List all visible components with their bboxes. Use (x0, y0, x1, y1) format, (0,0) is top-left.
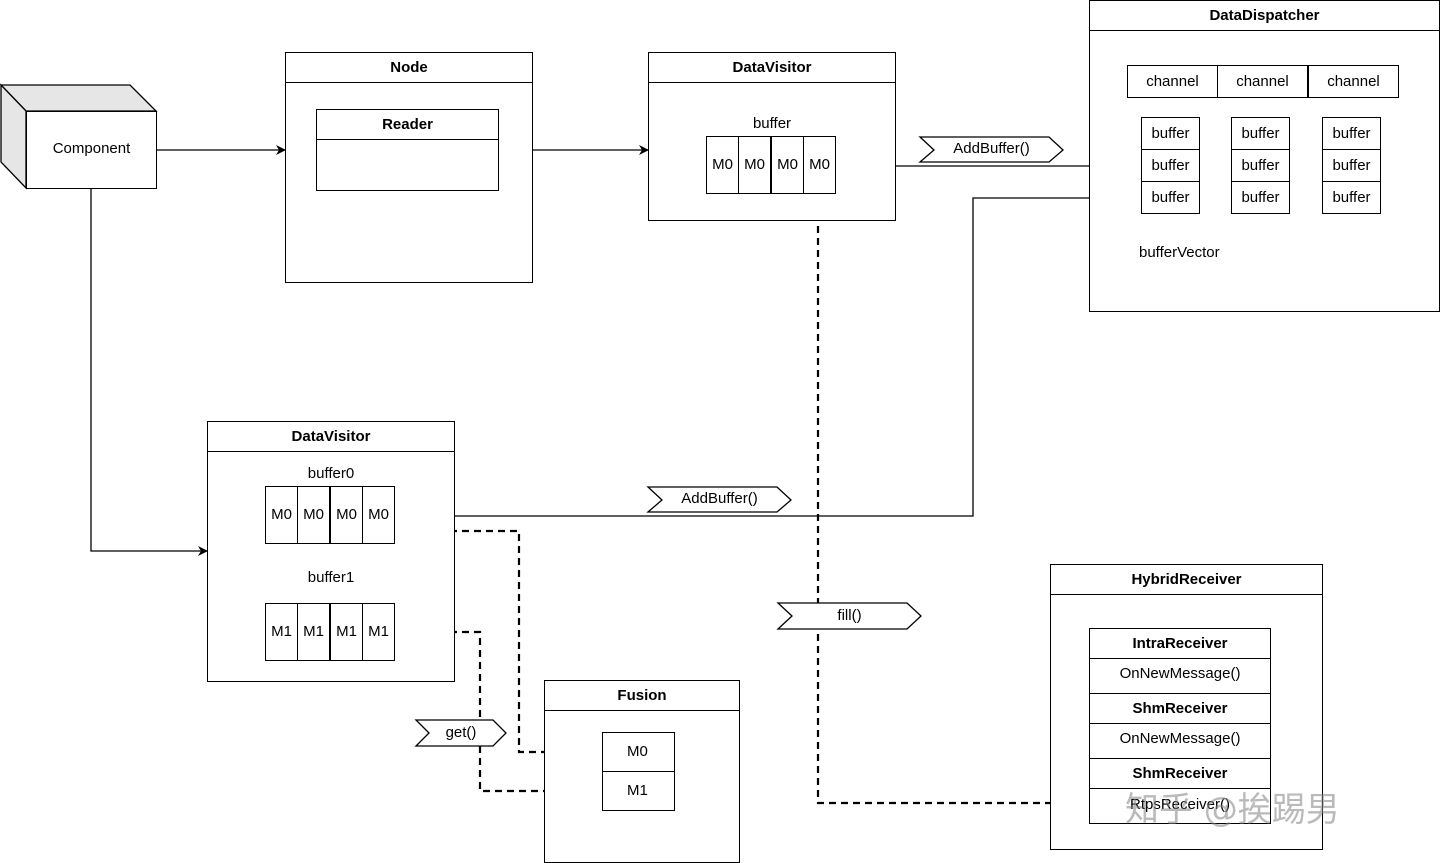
node-title: Node (286, 53, 532, 83)
dispatcher-buffer-cell: buffer (1322, 149, 1381, 182)
rtps-receiver-method: RtpsReceiver() (1129, 796, 1231, 813)
hybrid-receiver-box[interactable]: HybridReceiver (1050, 564, 1323, 850)
dispatcher-buffer-cell: buffer (1322, 181, 1381, 214)
shm-receiver-title: ShmReceiver (1089, 694, 1271, 724)
buffer1-cell: M1 (330, 603, 363, 661)
dispatcher-buffer-cell: buffer (1141, 117, 1200, 150)
fill-label: fill() (837, 607, 862, 624)
intra-receiver-method: OnNewMessage() (1089, 659, 1271, 694)
data-dispatcher-title: DataDispatcher (1090, 1, 1439, 31)
buffer1-label: buffer1 (307, 569, 355, 586)
buffer-label: buffer (752, 115, 792, 132)
hybrid-receiver-title: HybridReceiver (1051, 565, 1322, 595)
buffer1-cell: M1 (362, 603, 395, 661)
buffer-cell: M0 (738, 136, 771, 194)
node-box[interactable]: Node Reader (285, 52, 533, 283)
fusion-cell: M0 (602, 732, 675, 772)
channel-cell: channel (1217, 65, 1308, 98)
buffer-vector-label: bufferVector (1139, 244, 1220, 261)
buffer-cell: M0 (771, 136, 804, 194)
dispatcher-buffer-cell: buffer (1231, 181, 1290, 214)
watermark-text: 知乎 @挨踢男 (1125, 790, 1340, 830)
buffer0-cell: M0 (297, 486, 330, 544)
fusion-cell: M1 (602, 771, 675, 811)
reader-title: Reader (317, 110, 498, 140)
data-visitor-top-title: DataVisitor (649, 53, 895, 83)
reader-box[interactable]: Reader (316, 109, 499, 191)
buffer1-cell: M1 (265, 603, 298, 661)
buffer-cell: M0 (706, 136, 739, 194)
dispatcher-buffer-cell: buffer (1141, 149, 1200, 182)
buffer-cell: M0 (803, 136, 836, 194)
shm-receiver-method: OnNewMessage() (1089, 724, 1271, 759)
fusion-title: Fusion (545, 681, 739, 711)
dispatcher-buffer-cell: buffer (1231, 149, 1290, 182)
data-visitor-bottom-title: DataVisitor (208, 422, 454, 452)
buffer0-cell: M0 (265, 486, 298, 544)
add-buffer-bottom-label: AddBuffer() (681, 490, 758, 507)
intra-receiver-title: IntraReceiver (1089, 628, 1271, 659)
buffer0-cell: M0 (362, 486, 395, 544)
buffer0-label: buffer0 (307, 465, 355, 482)
get-label: get() (445, 724, 477, 741)
channel-cell: channel (1127, 65, 1218, 98)
component-node[interactable]: Component (26, 111, 157, 189)
dispatcher-buffer-cell: buffer (1231, 117, 1290, 150)
dispatcher-buffer-cell: buffer (1322, 117, 1381, 150)
component-label: Component (52, 140, 131, 157)
buffer0-cell: M0 (330, 486, 363, 544)
channel-cell: channel (1308, 65, 1399, 98)
dispatcher-buffer-cell: buffer (1141, 181, 1200, 214)
rtps-receiver-title: ShmReceiver (1089, 759, 1271, 789)
add-buffer-top-label: AddBuffer() (953, 140, 1030, 157)
buffer1-cell: M1 (297, 603, 330, 661)
receiver-stack (1089, 628, 1271, 824)
